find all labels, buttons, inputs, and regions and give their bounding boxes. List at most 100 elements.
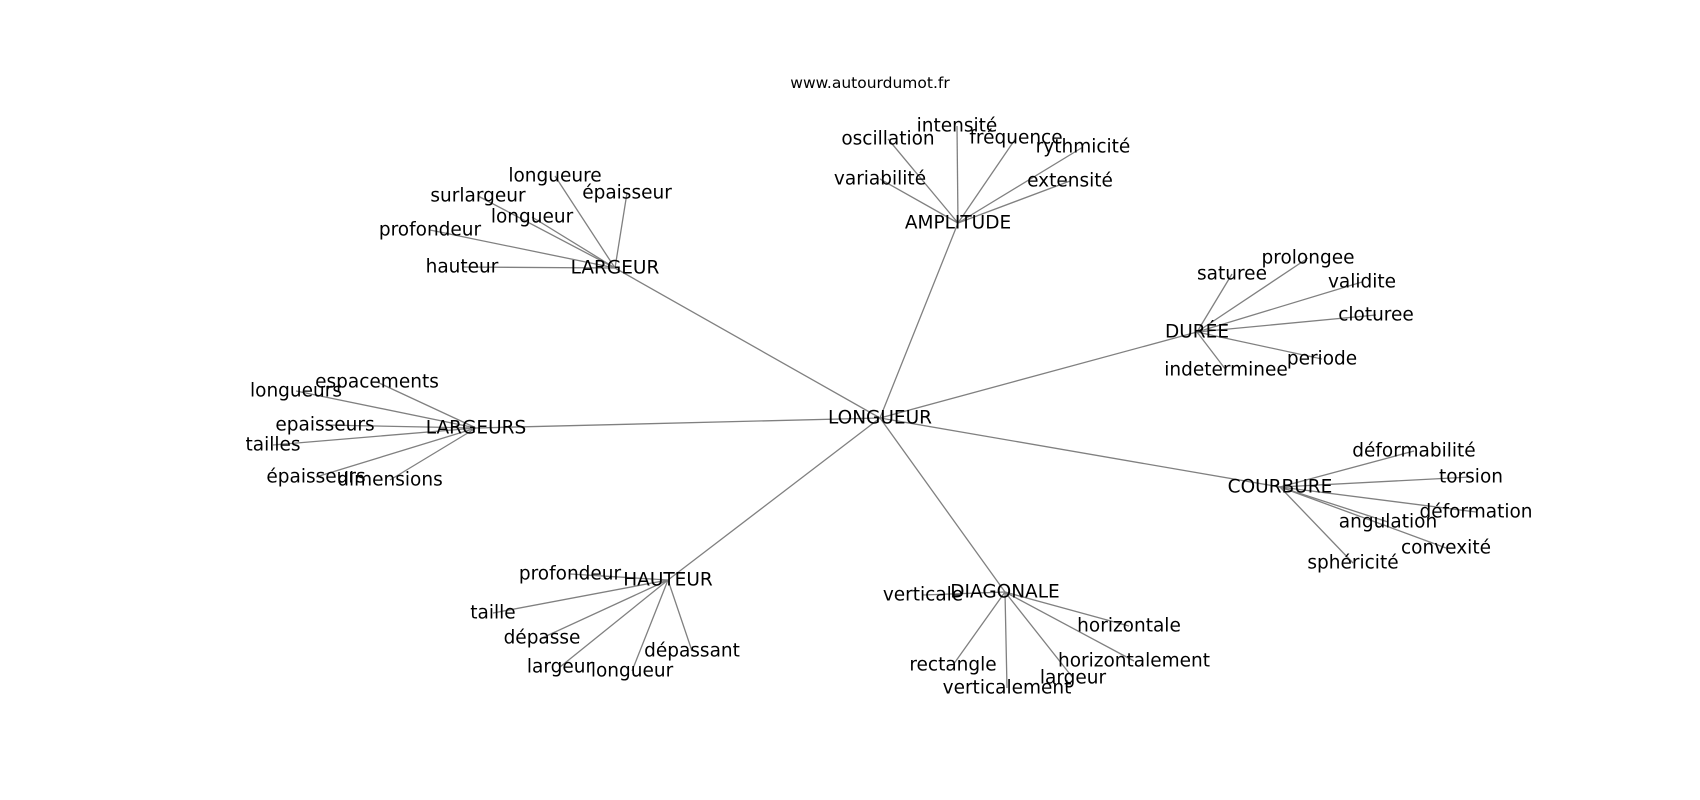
edge-courbure-deformation: [1279, 486, 1477, 513]
leaf-node-diagonale-rectangle: rectangle: [909, 655, 996, 676]
edge-duree-indeterminee: [1196, 331, 1227, 371]
edge-courbure-sphericite: [1279, 486, 1354, 564]
edge-hauteur-largeur: [559, 579, 669, 668]
root-node-label: LONGUEUR: [828, 408, 932, 429]
edge-largeurs-epaisseurs: [315, 427, 477, 478]
cluster-node-amplitude: AMPLITUDE: [905, 213, 1011, 234]
edge-duree-cloturee: [1196, 314, 1377, 333]
leaf-node-courbure-angulation: angulation: [1339, 512, 1437, 533]
edge-largeurs-longueurs: [295, 390, 477, 429]
edge-largeur-profondeur: [429, 229, 616, 269]
edge-root-duree: [879, 331, 1198, 419]
leaf-node-largeurs-epaisseurs: épaisseurs: [266, 467, 365, 488]
edge-diagonale-rectangle: [952, 591, 1006, 666]
leaf-node-largeur-hauteur: hauteur: [426, 257, 499, 278]
edge-hauteur-longueur: [631, 579, 669, 672]
leaf-node-diagonale-verticale: verticale: [883, 585, 963, 606]
watermark: www.autourdumot.fr: [790, 74, 950, 92]
leaf-node-amplitude-frequence: fréquence: [969, 128, 1062, 149]
leaf-node-hauteur-largeur: largeur: [527, 657, 594, 678]
edge-courbure-angulation: [1279, 486, 1389, 523]
edge-root-largeur: [614, 267, 881, 419]
edge-largeur-epaisseur: [614, 192, 628, 269]
edge-largeurs-epaisseurs: [324, 424, 477, 429]
cluster-node-largeur: LARGEUR: [571, 258, 660, 279]
cluster-node-largeurs: LARGEURS: [426, 418, 526, 439]
leaf-node-largeur-longueur: longueur: [491, 207, 574, 228]
leaf-node-diagonale-horizontalement: horizontalement: [1058, 651, 1210, 672]
cluster-node-courbure: COURBURE: [1228, 477, 1333, 498]
edge-hauteur-depassant: [667, 579, 693, 652]
leaf-node-hauteur-profondeur: profondeur: [519, 564, 622, 585]
edge-root-diagonale: [879, 417, 1006, 593]
edge-largeurs-tailles: [272, 427, 477, 446]
edge-courbure-convexite: [1279, 486, 1447, 549]
leaf-node-duree-validite: validite: [1328, 272, 1396, 293]
leaf-node-courbure-torsion: torsion: [1439, 467, 1503, 488]
edge-largeur-longueur: [531, 216, 616, 269]
edge-courbure-deformabilite: [1279, 450, 1415, 488]
edge-diagonale-verticale: [922, 591, 1006, 596]
leaf-node-diagonale-horizontale: horizontale: [1077, 616, 1181, 637]
leaf-node-largeurs-dimensions: dimensions: [337, 470, 442, 491]
leaf-node-amplitude-extensite: extensité: [1027, 171, 1113, 192]
edge-amplitude-intensite: [956, 125, 959, 224]
leaf-node-amplitude-intensite: intensité: [917, 116, 998, 137]
leaf-node-courbure-deformabilite: déformabilité: [1352, 441, 1475, 462]
leaf-node-hauteur-depassant: dépassant: [644, 641, 740, 662]
leaf-node-courbure-sphericite: sphéricité: [1307, 553, 1398, 574]
edge-amplitude-frequence: [957, 137, 1017, 224]
edge-root-largeurs: [475, 417, 881, 429]
leaf-node-courbure-convexite: convexité: [1401, 538, 1491, 559]
leaf-node-amplitude-oscillation: oscillation: [841, 129, 934, 150]
leaf-node-largeur-profondeur: profondeur: [379, 220, 482, 241]
leaf-node-courbure-deformation: déformation: [1419, 502, 1532, 523]
edge-root-hauteur: [667, 417, 881, 581]
edge-hauteur-profondeur: [569, 573, 669, 581]
leaf-node-duree-saturee: saturee: [1197, 264, 1267, 285]
edge-courbure-torsion: [1279, 476, 1472, 488]
edge-duree-periode: [1196, 331, 1323, 360]
edge-amplitude-extensite: [957, 180, 1071, 224]
edges-layer: [272, 125, 1477, 689]
edge-diagonale-verticalement: [1004, 591, 1008, 689]
edge-largeur-surlargeur: [477, 195, 616, 269]
edge-duree-prolongee: [1196, 257, 1309, 333]
edge-largeurs-dimensions: [389, 427, 477, 481]
cluster-node-hauteur: HAUTEUR: [623, 570, 713, 591]
leaf-node-largeurs-epaisseurs: epaisseurs: [275, 415, 374, 436]
leaf-node-diagonale-verticalement: verticalement: [943, 678, 1072, 699]
leaf-node-largeurs-longueurs: longueurs: [250, 381, 342, 402]
edge-largeur-hauteur: [461, 266, 616, 269]
edge-hauteur-taille: [492, 579, 669, 614]
cluster-node-duree: DURÉE: [1165, 321, 1229, 343]
edge-amplitude-rythmicite: [957, 146, 1084, 224]
edge-duree-validite: [1196, 281, 1363, 333]
leaf-node-hauteur-depasse: dépasse: [504, 628, 581, 649]
leaf-node-amplitude-variabilite: variabilité: [834, 169, 926, 190]
edge-root-courbure: [879, 417, 1281, 488]
leaf-node-duree-cloturee: cloturee: [1338, 305, 1414, 326]
edge-amplitude-variabilite: [879, 178, 959, 224]
edge-amplitude-oscillation: [887, 138, 959, 224]
edge-largeurs-espacements: [376, 381, 477, 429]
leaf-node-duree-indeterminee: indeterminee: [1164, 360, 1288, 381]
leaf-node-hauteur-longueur: longueur: [591, 661, 674, 682]
leaf-node-amplitude-rythmicite: rythmicité: [1036, 137, 1131, 158]
leaf-node-duree-prolongee: prolongee: [1262, 248, 1355, 269]
leaf-node-largeur-epaisseur: épaisseur: [582, 183, 672, 204]
edge-diagonale-horizontale: [1004, 591, 1130, 627]
leaf-node-largeur-longueure: longueure: [508, 166, 601, 187]
edge-duree-saturee: [1196, 273, 1233, 333]
leaf-node-diagonale-largeur: largeur: [1040, 668, 1107, 689]
cluster-node-diagonale: DIAGONALE: [950, 582, 1059, 603]
edge-diagonale-largeur: [1004, 591, 1074, 679]
leaf-node-largeur-surlargeur: surlargeur: [430, 186, 526, 207]
edge-diagonale-horizontalement: [1004, 591, 1135, 662]
edge-largeur-longueure: [554, 175, 616, 269]
edge-root-amplitude: [879, 222, 959, 419]
leaf-node-duree-periode: periode: [1287, 349, 1357, 370]
edge-hauteur-depasse: [541, 579, 669, 639]
